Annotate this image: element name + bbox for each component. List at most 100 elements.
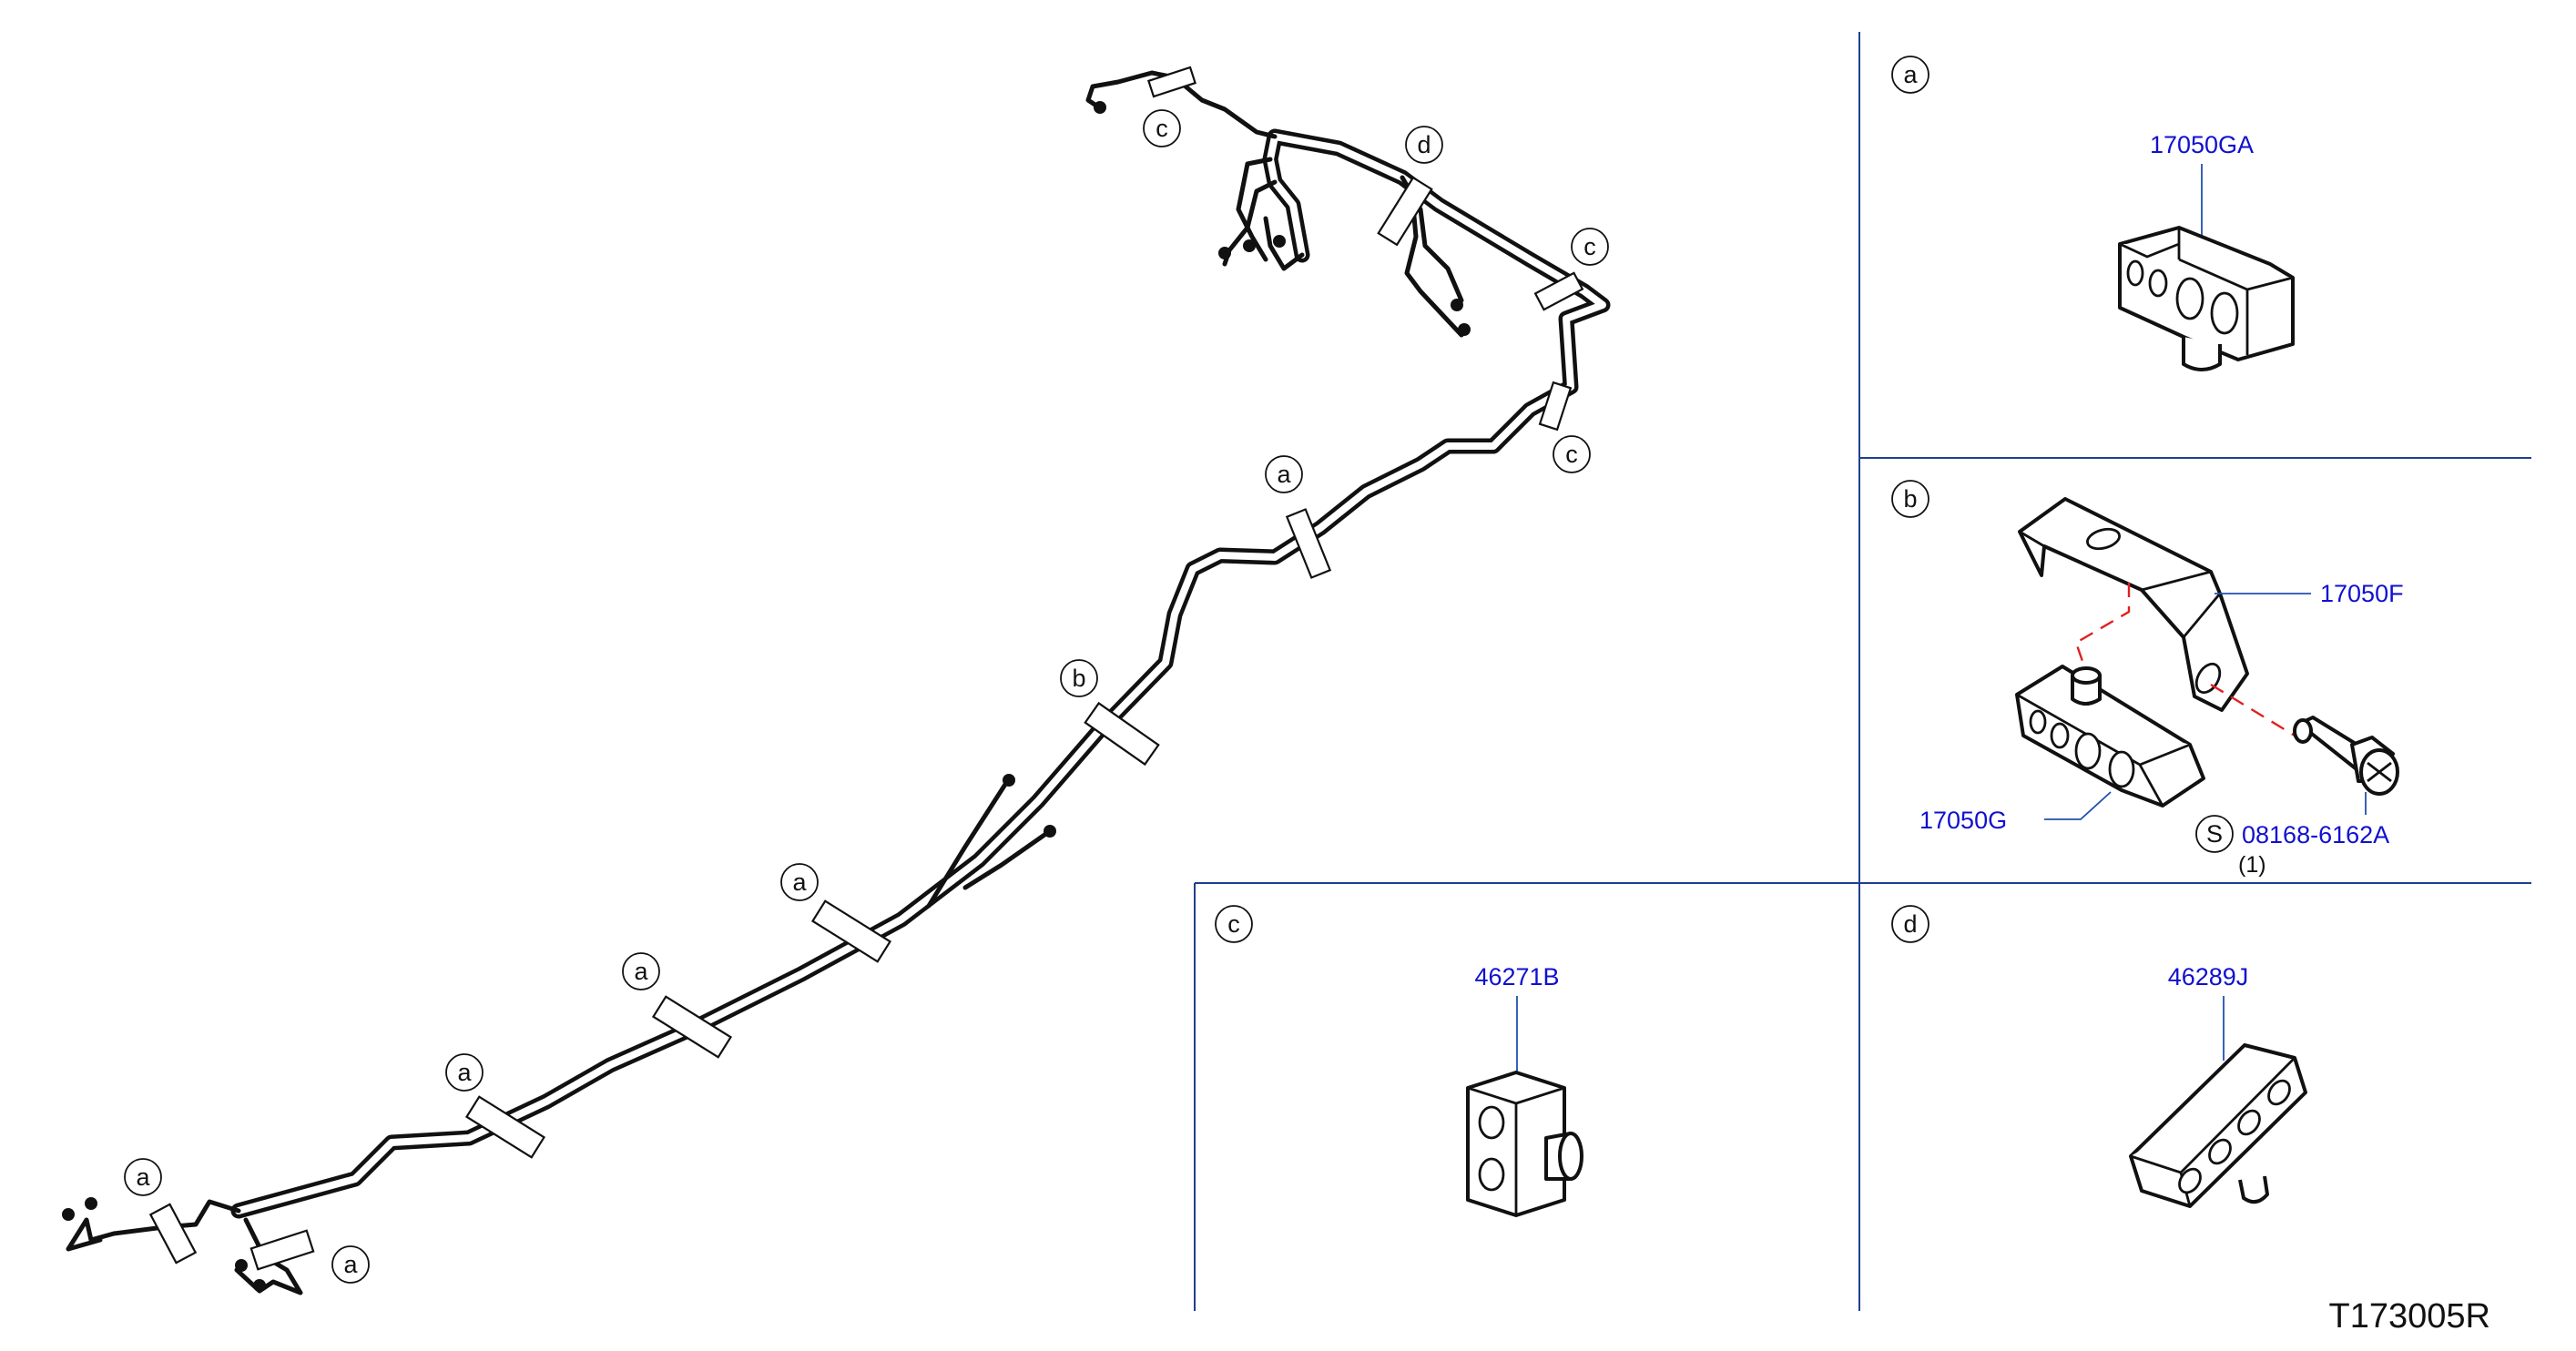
clip-body	[2118, 226, 2295, 361]
panel-dividers	[1194, 32, 2531, 1311]
clip-edges	[2016, 693, 2191, 807]
part-number-08168-6162A[interactable]: 08168-6162A	[2242, 821, 2389, 848]
tube-end-dot	[1044, 825, 1056, 838]
clip-hole	[2029, 709, 2047, 735]
clip-hole	[1478, 1157, 1505, 1192]
tube-clip-a	[810, 899, 892, 963]
callout-a: a	[445, 1053, 484, 1092]
tube-branch-middle-1	[926, 780, 1009, 909]
panel-a-callout: a	[1891, 56, 1929, 94]
part-number-46289J[interactable]: 46289J	[2168, 963, 2249, 990]
tube-clip-d	[1377, 176, 1433, 247]
svg-text:b: b	[1903, 485, 1917, 513]
tube-end-dot	[1458, 323, 1471, 336]
tube-clip-a	[148, 1203, 198, 1265]
tube-branch-front-left	[66, 1199, 241, 1252]
bolt-head-mark	[2367, 761, 2392, 783]
clip-peg-end	[1558, 1132, 1583, 1181]
clip-edges	[1467, 1086, 1565, 1215]
callout-b: b	[1060, 659, 1098, 697]
svg-text:c: c	[1227, 910, 1240, 938]
svg-text:a: a	[634, 958, 648, 985]
tube-clip-b	[1084, 701, 1160, 767]
clip-hole	[2208, 1138, 2232, 1165]
panel-d-callout: d	[1891, 905, 1929, 943]
clip-hole	[2178, 1167, 2202, 1194]
svg-text:d: d	[1903, 910, 1917, 938]
tube-end-dot	[253, 1279, 266, 1292]
part-number-17050G[interactable]: 17050G	[1919, 807, 2007, 834]
overview-callouts: c d c c a b a a a	[124, 109, 1609, 1284]
tube-branch-middle-2	[962, 830, 1050, 890]
svg-text:b: b	[1072, 665, 1085, 692]
callout-a: a	[622, 952, 660, 990]
svg-text:a: a	[343, 1251, 358, 1278]
service-marker-s: S	[2195, 815, 2234, 853]
tube-end-dot	[1094, 101, 1106, 114]
svg-text:c: c	[1583, 233, 1596, 260]
clip-17050G-drawing	[2015, 665, 2205, 808]
bracket-hole	[2086, 527, 2121, 551]
callout-d: d	[1405, 126, 1443, 164]
tube-end-dot	[1451, 299, 1463, 311]
tube-clip-a	[1285, 508, 1332, 579]
clip-17050GA-drawing	[2118, 226, 2295, 371]
tube-clip-a	[249, 1229, 315, 1271]
bolt-08168-6162A-drawing	[2293, 716, 2399, 796]
clip-hole	[2237, 1109, 2261, 1136]
tube-clip-a	[464, 1095, 546, 1159]
brake-tubing-overview: c d c c a b a a a	[62, 66, 1611, 1295]
part-number-17050GA[interactable]: 17050GA	[2150, 131, 2254, 158]
clip-edges	[2119, 228, 2294, 355]
tube-end-fittings	[62, 101, 1471, 1292]
tube-end-dot	[1243, 239, 1256, 252]
svg-text:a: a	[1903, 61, 1918, 88]
svg-text:d: d	[1417, 131, 1431, 158]
tube-end-dot	[235, 1259, 248, 1272]
diagram-code: T173005R	[2329, 1297, 2490, 1336]
panel-b-callout: b	[1891, 480, 1929, 518]
part-number-46271B[interactable]: 46271B	[1474, 963, 1559, 990]
clip-hole	[2175, 277, 2204, 320]
panel-c: c 46271B	[1215, 905, 1583, 1217]
bracket-edges	[2019, 530, 2222, 638]
panel-d: d 46289J	[1891, 905, 2307, 1208]
main-tube-run	[230, 128, 1611, 1219]
assembly-line-bolt	[2210, 683, 2296, 737]
clip-peg	[2182, 337, 2222, 371]
callout-c: c	[1143, 109, 1181, 147]
clip-hole	[2074, 732, 2102, 770]
tube-end-dot	[1218, 247, 1231, 259]
tube-clips	[148, 66, 1584, 1271]
tube-branch-right-drop-2	[1404, 184, 1464, 338]
part-number-17050F[interactable]: 17050F	[2320, 580, 2404, 607]
clip-46289J-drawing	[2129, 1043, 2307, 1208]
tube-branch-top-drop-3	[1263, 216, 1305, 271]
clip-hole	[2210, 291, 2239, 335]
svg-text:a: a	[792, 868, 807, 896]
svg-text:a: a	[457, 1059, 472, 1086]
clip-hole	[2108, 750, 2135, 788]
tube-clip-c	[1533, 271, 1584, 311]
bracket-17050F-drawing	[2018, 497, 2249, 712]
leader-17050G	[2044, 791, 2112, 820]
tube-end-dot	[1003, 774, 1015, 787]
panel-a: a 17050GA	[1891, 56, 2295, 371]
clip-hole	[2148, 269, 2168, 298]
tube-end-dot	[85, 1197, 97, 1210]
main-tube-run-inner	[235, 133, 1606, 1214]
bolt-tip	[2293, 718, 2313, 744]
bolt-quantity: (1)	[2238, 852, 2266, 878]
callout-a: a	[1265, 455, 1303, 493]
assembly-line-clip	[2074, 583, 2131, 670]
svg-text:S: S	[2206, 820, 2223, 848]
callout-c: c	[1553, 435, 1591, 473]
svg-text:a: a	[1277, 461, 1291, 488]
clip-hole	[2126, 259, 2144, 287]
svg-text:c: c	[1565, 441, 1578, 468]
tube-branch-top-drop-1	[1236, 157, 1273, 262]
clip-46271B-drawing	[1466, 1071, 1583, 1217]
tube-end-dot	[1273, 235, 1286, 248]
clip-peg-top	[2071, 666, 2102, 685]
